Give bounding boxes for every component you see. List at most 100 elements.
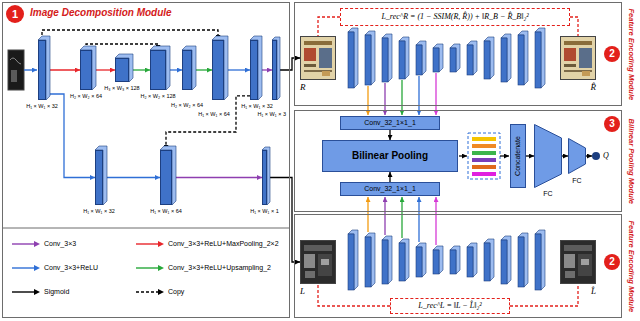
connector	[570, 17, 578, 36]
node-label: Conv_32_1×1_1	[364, 185, 416, 193]
block-depth	[95, 146, 109, 207]
node-label: Concatenate	[514, 136, 522, 176]
node-label: 2	[609, 256, 615, 268]
slab-depth	[382, 34, 392, 82]
legend-sample-head	[34, 265, 40, 271]
feature-vector	[472, 172, 496, 176]
legend-sample-line	[136, 243, 158, 244]
image-detail	[578, 254, 592, 276]
image-thumbnail: L̂	[560, 240, 596, 284]
block-depth-face	[150, 46, 170, 90]
legend-sample-line	[12, 291, 34, 292]
legend-sample-line	[12, 243, 34, 244]
feature-vector	[472, 144, 496, 148]
fc-shape	[534, 124, 562, 188]
feature-vector	[472, 151, 496, 155]
legend-sample-head	[158, 241, 164, 247]
image-detail	[582, 71, 590, 76]
legend-sample-head	[158, 265, 164, 271]
legend-sample-line	[136, 267, 158, 268]
legend-text: Sigmoid	[44, 288, 69, 296]
connector	[172, 177, 262, 178]
feature-map-block: H₂ × W₂ × 64	[182, 50, 192, 90]
feature-map-block: H₁ × W₁ × 3	[272, 40, 277, 100]
slab-depth	[348, 28, 358, 88]
node-label: H₁ × W₁ × 64	[198, 111, 230, 117]
node-label: Image Decomposition Module	[30, 7, 172, 19]
legend-text: Conv_3×3+ReLU	[44, 264, 98, 272]
block-depth	[115, 54, 135, 84]
module-panel: Bilinear Pooling Module3Conv_32_1×1_1Bil…	[294, 110, 622, 212]
node-label: Bilinear Pooling	[352, 150, 428, 162]
legend-sample-head	[158, 289, 164, 295]
node-label: H₁ × W₁ × 32	[26, 103, 58, 109]
image-thumbnail: R̂	[560, 36, 596, 80]
legend-sample-line	[12, 267, 34, 268]
node-label: 2	[609, 48, 615, 60]
slab-depth	[450, 44, 460, 72]
connector	[510, 284, 578, 306]
slab	[348, 32, 354, 88]
callout-number: 2	[604, 46, 620, 62]
block-depth-face	[95, 146, 107, 205]
feature-map-block: H₁ × W₁ × 32	[250, 40, 258, 100]
node-label: H₂ × W₂ × 64	[70, 93, 102, 99]
slab	[484, 41, 490, 79]
node-label: L	[300, 286, 305, 296]
connector	[318, 17, 340, 36]
slab	[399, 41, 405, 79]
node-label: H₁ × W₁ × 32	[83, 208, 115, 214]
image-content	[301, 241, 335, 283]
node-label: R	[300, 82, 306, 92]
node-label: FC	[572, 177, 581, 185]
legend-sample	[12, 240, 40, 248]
feature-map-block: H₁ × W₁ × 32	[95, 150, 103, 205]
image-detail	[581, 259, 589, 265]
image-detail	[564, 245, 592, 251]
fc-layer: FC	[534, 124, 562, 188]
connector	[318, 284, 390, 306]
slab	[501, 38, 507, 82]
legend-sample-head	[34, 289, 40, 295]
callout-number: 2	[604, 254, 620, 270]
slab	[467, 45, 473, 75]
block-depth	[262, 147, 272, 207]
block-depth-face	[38, 36, 50, 100]
legend-sample	[12, 288, 40, 296]
feature-arrow	[435, 73, 436, 115]
image-detail	[304, 254, 315, 268]
legend-text: Conv_3×3	[44, 240, 76, 248]
connector	[562, 155, 568, 156]
slab	[535, 32, 541, 88]
connector	[166, 96, 250, 150]
image-detail	[564, 64, 576, 67]
image-detail	[564, 48, 576, 61]
legend-sample	[12, 264, 40, 272]
fc-shape	[568, 138, 586, 174]
node-label: H₁ × W₁ × 3	[258, 111, 286, 117]
fc-layer: FC	[568, 138, 586, 174]
slab-depth	[484, 37, 494, 79]
block-depth	[250, 36, 264, 102]
legend-item: Sigmoid	[12, 286, 69, 298]
block-depth-face	[212, 36, 228, 100]
flow-arrow	[500, 155, 509, 156]
image-detail	[304, 64, 316, 67]
slab	[450, 48, 456, 72]
connector	[46, 69, 80, 70]
node-label: L̂	[591, 286, 596, 296]
block-depth-face	[160, 146, 176, 205]
connector	[267, 178, 300, 263]
feature-map-block: H₂ × W₂ × 64	[80, 50, 92, 90]
layer-box: Concatenate	[510, 124, 526, 188]
input-image-detail	[10, 58, 21, 64]
input-arrow	[24, 69, 37, 70]
legend-text: Conv_3×3+ReLU+MaxPooling_2×2	[168, 240, 279, 248]
node-label: 1	[12, 8, 18, 21]
feature-map-block: H₁ × W₁ × 64	[212, 40, 224, 100]
feature-vector-group	[468, 133, 500, 179]
loss-formula: L_rec^L = ‖L − L̂‖₂²	[390, 298, 510, 314]
block-depth-face	[262, 147, 270, 205]
node-label: H₁ × W₁ × 64	[150, 208, 182, 214]
image-content	[561, 37, 595, 79]
